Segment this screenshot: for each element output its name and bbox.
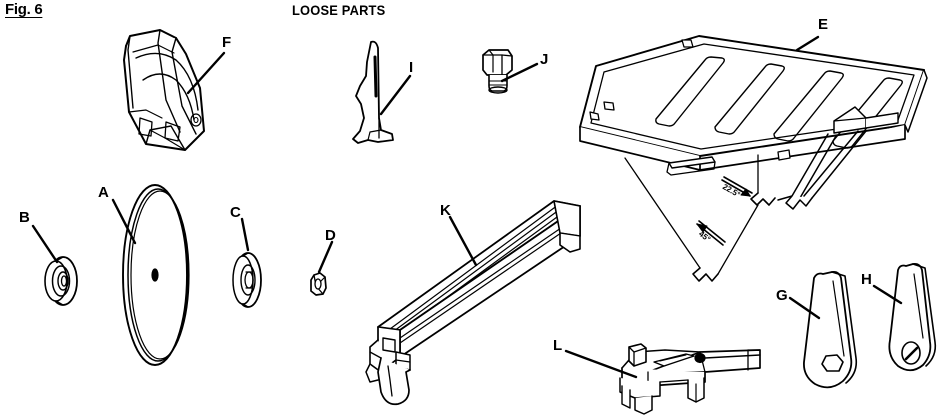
leader-c [240,217,250,252]
leader-l [564,349,638,379]
loose-parts-heading: LOOSE PARTS [292,2,386,18]
leader-g [788,296,821,320]
callout-label-i: I [409,59,414,76]
callout-label-d: D [325,227,336,244]
leader-e [795,35,820,52]
leader-lines [31,35,903,379]
part-d-blade-nut [310,272,327,296]
callout-label-e: E [818,16,829,33]
callout-label-b: B [19,209,30,226]
leader-b [31,224,59,264]
leader-a [111,198,137,245]
callout-label-f: F [222,34,232,51]
part-h-slot-wrench [888,262,937,372]
part-l-miter-clamp-assembly [619,343,761,415]
callout-label-g: G [776,287,788,304]
leader-f [186,51,226,95]
part-g-hex-wrench [803,270,858,389]
callout-label-c: C [230,204,241,221]
part-e-extension-table [579,35,928,282]
callout-label-j: J [540,51,549,68]
leader-d [317,240,334,274]
leader-j [500,62,539,83]
part-c-outer-washer [232,252,262,308]
figure-number-label: Fig. 6 [5,1,43,18]
callout-label-k: K [440,202,451,219]
part-a-saw-blade [122,184,190,366]
callout-label-h: H [861,271,872,288]
leader-h [872,284,903,305]
part-f-blade-guard-housing [123,29,205,151]
part-b-inner-flange [44,256,78,306]
part-k-rip-fence-rail [365,200,581,406]
callout-label-l: L [553,337,563,354]
part-i-riving-knife [352,40,394,144]
part-j-knob-bolt [482,49,513,94]
leader-i [379,74,412,116]
leader-k [448,215,478,267]
callout-label-a: A [98,184,109,201]
